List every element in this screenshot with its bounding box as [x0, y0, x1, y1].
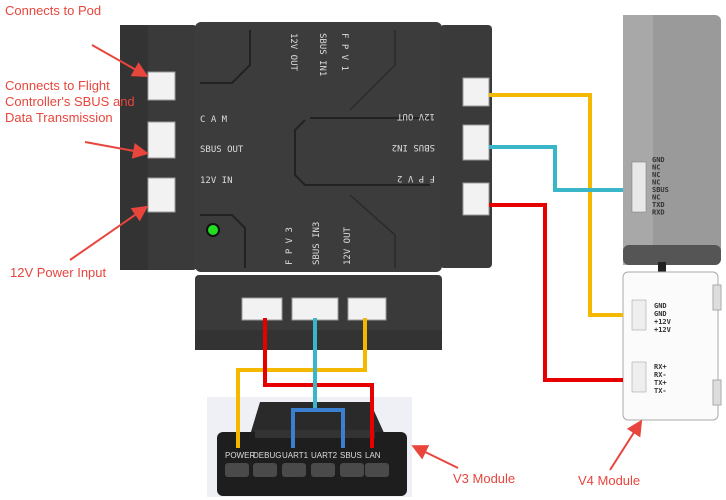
v3-port-label: LAN: [365, 451, 381, 460]
sbus-split-wire: [291, 408, 345, 448]
fc-annotation-3: Data Transmission: [5, 110, 113, 125]
pin-label: NC: [652, 179, 660, 187]
v3-port-label: DEBUG: [253, 451, 281, 460]
pod-connector: [147, 71, 176, 101]
pin-label: NC: [652, 171, 660, 179]
fpv3-bottom-module: [195, 275, 442, 350]
fpv1-label: F P V 1: [339, 33, 349, 71]
v3-annotation: V3 Module: [453, 471, 515, 486]
fpv2-side-module: [440, 25, 492, 268]
pin-label: GND: [654, 302, 667, 310]
v3-port-label: UART1: [282, 451, 309, 460]
power-wire-v3: [236, 318, 367, 448]
sbus-in2-label: SBUS IN2: [392, 142, 435, 152]
power-wire-v4: [489, 93, 623, 317]
v3-port-label: POWER: [225, 451, 255, 460]
pin-label: GND: [654, 310, 667, 318]
pod-annotation: Connects to Pod: [5, 3, 101, 18]
main-board: C A M SBUS OUT 12V IN F P V 1 SBUS IN1 1…: [195, 22, 442, 272]
sbus-in1-label: SBUS IN1: [317, 33, 327, 76]
12v-in-connector: [147, 177, 176, 213]
data-wire-v3: [263, 318, 374, 448]
cam-side-module: [120, 25, 197, 270]
v4-annotation: V4 Module: [578, 473, 640, 488]
pin-label: GND: [652, 156, 665, 164]
pin-label: NC: [652, 194, 660, 202]
pin-label: TXD: [652, 201, 665, 209]
v3-port: [340, 463, 364, 477]
v3-port: [282, 463, 306, 477]
v3-port: [253, 463, 277, 477]
cam-label: C A M: [200, 115, 228, 125]
sbus-in3-label: SBUS IN3: [312, 222, 322, 265]
pin-label: +12V: [654, 318, 672, 326]
pin-label: +12V: [654, 326, 672, 334]
12v-out2-label: 12V OUT: [396, 111, 435, 121]
v3-port-label: UART2: [311, 451, 338, 460]
sbus-out-label: SBUS OUT: [200, 145, 244, 155]
pin-label: SBUS: [652, 186, 669, 194]
power-annotation: 12V Power Input: [10, 265, 107, 280]
data-wire-v4: [489, 203, 623, 382]
fc-annotation-1: Connects to Flight: [5, 78, 110, 93]
pin-label: NC: [652, 164, 660, 172]
v3-port-label: SBUS: [340, 451, 362, 460]
12v-out3-label: 12V OUT: [343, 226, 353, 265]
v3-port: [225, 463, 249, 477]
sbus-out-connector: [147, 121, 176, 159]
12v-out1-label: 12V OUT: [288, 33, 298, 72]
sbus-wire-v4: [489, 145, 623, 192]
v3-port: [365, 463, 389, 477]
pin-label: RXD: [652, 209, 665, 217]
wires: [236, 93, 623, 448]
annotations: Connects to Pod Connects to Flight Contr…: [5, 3, 643, 488]
pin-label: RX-: [654, 371, 667, 379]
12v-in-label: 12V IN: [200, 176, 233, 186]
fc-annotation-2: Controller's SBUS and: [5, 94, 135, 109]
pin-label: TX+: [654, 379, 667, 387]
pin-label: TX-: [654, 387, 667, 395]
fpv2-label: F P V 2: [397, 173, 435, 183]
status-led: [206, 223, 220, 237]
v3-port: [311, 463, 335, 477]
pin-label: RX+: [654, 363, 667, 371]
fpv3-label: F P V 3: [285, 227, 295, 265]
